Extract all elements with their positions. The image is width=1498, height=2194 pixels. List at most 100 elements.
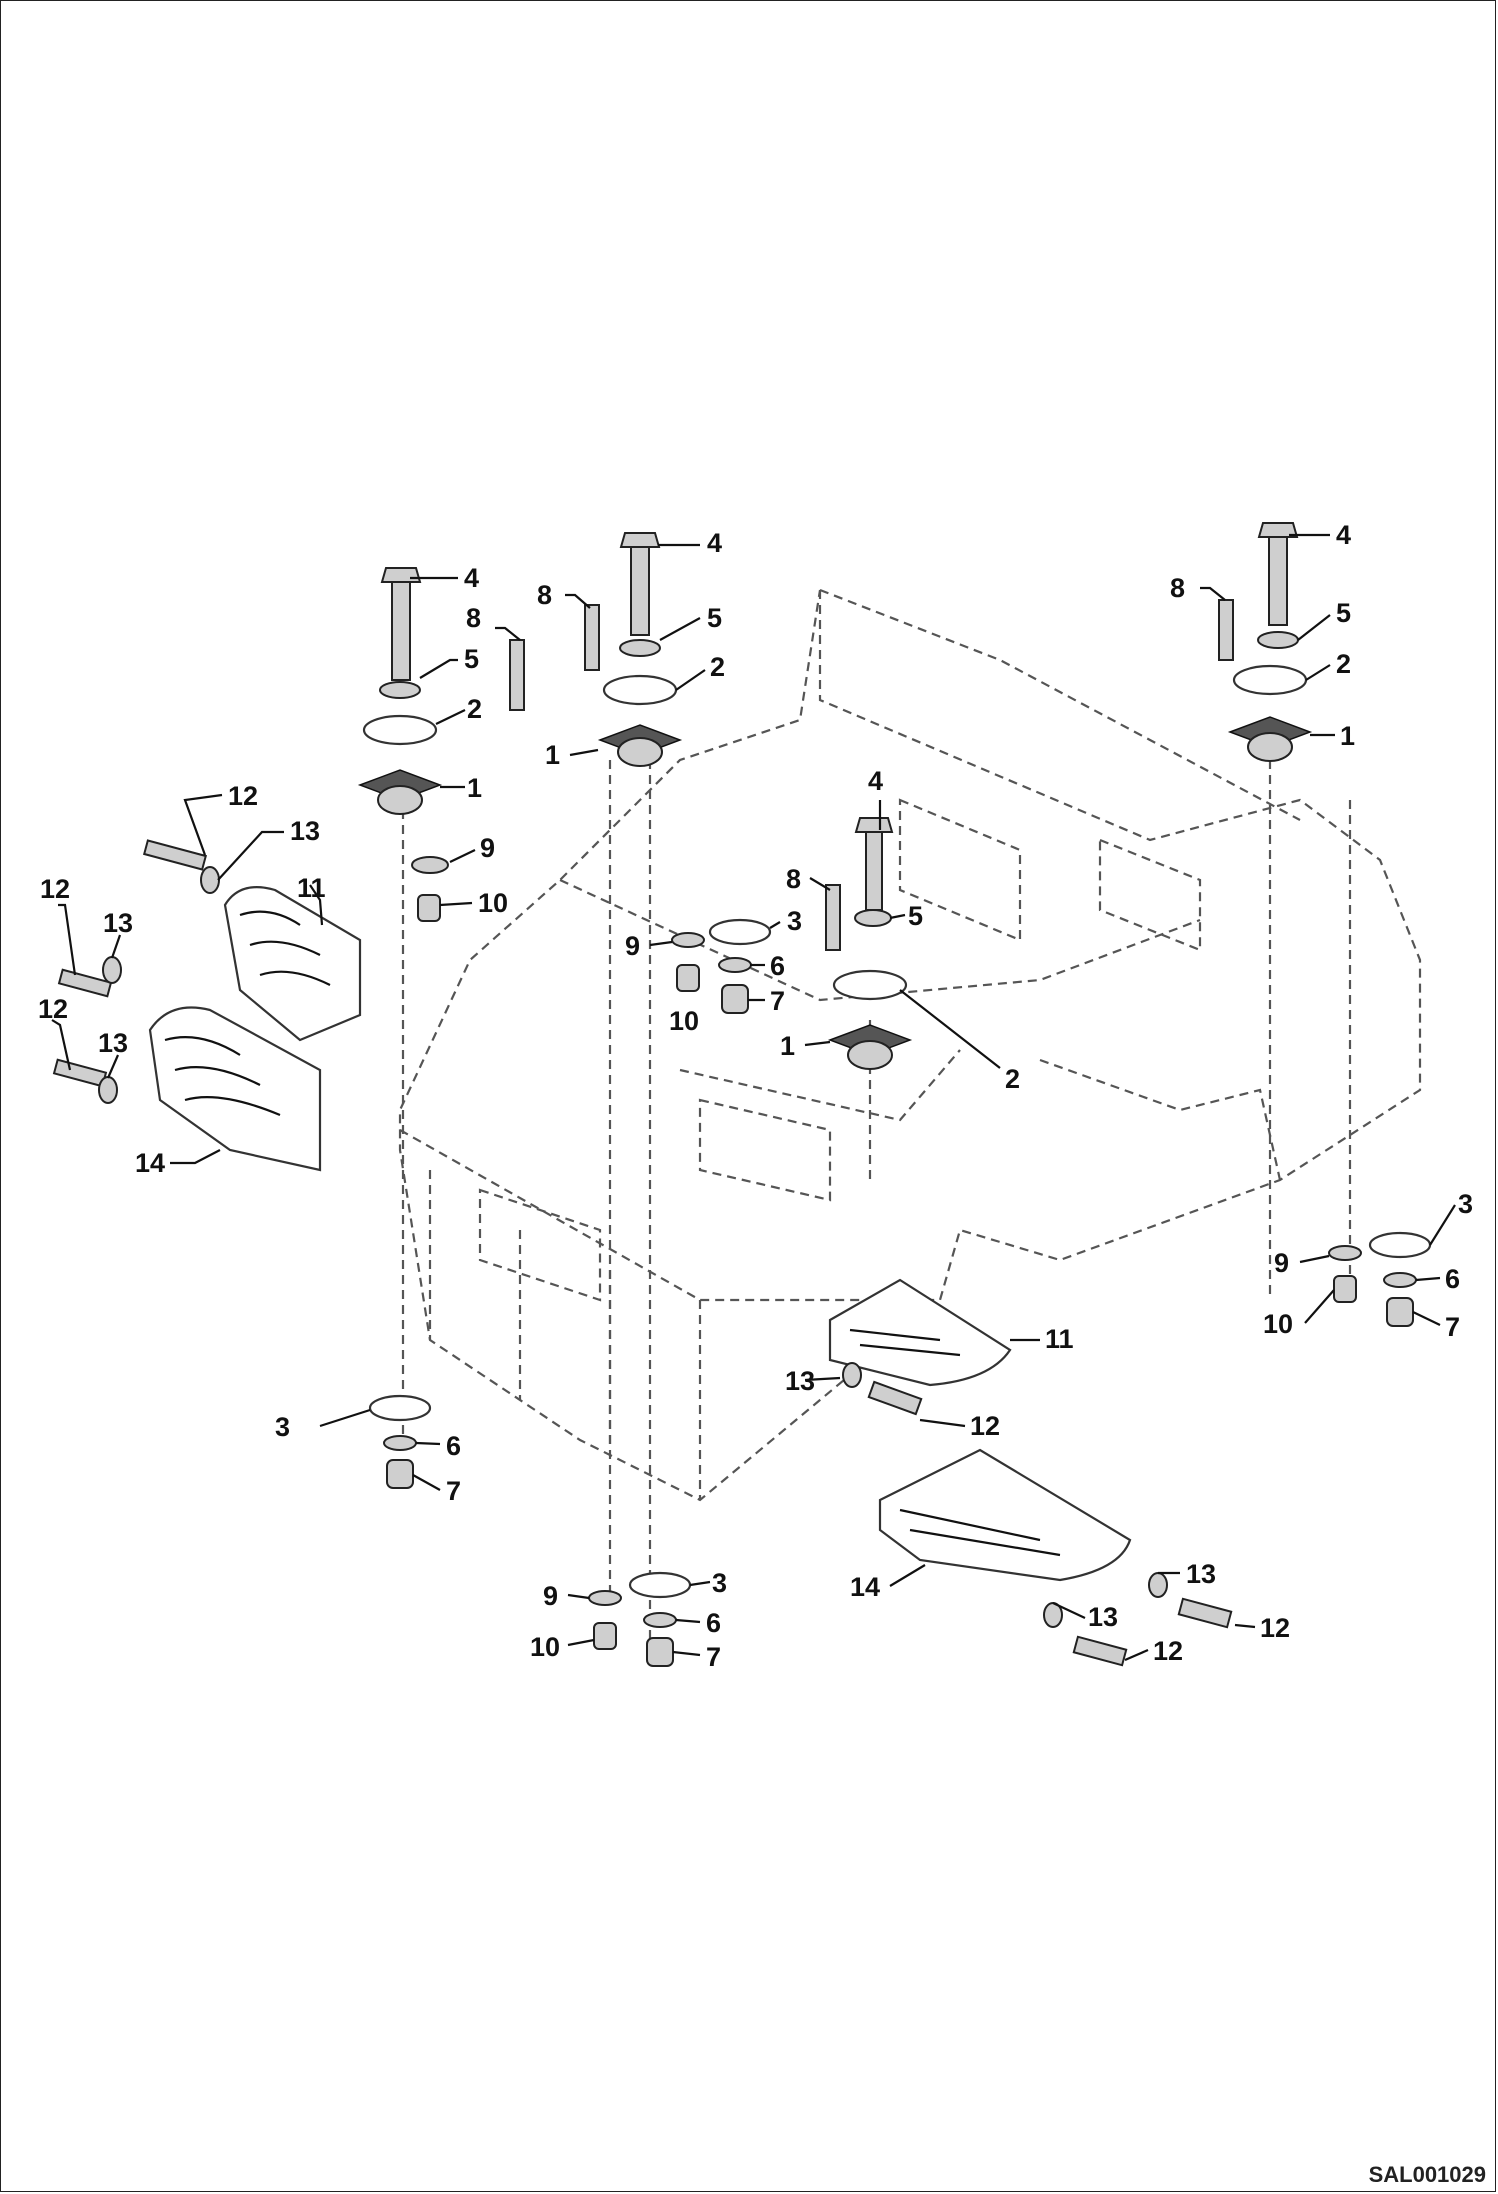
callout-4: 4 (707, 528, 722, 558)
callout-1: 1 (467, 773, 482, 803)
washer-9a (411, 856, 449, 874)
screw-8c (825, 884, 841, 951)
callout-12: 12 (228, 781, 258, 811)
plate-3d (1368, 1231, 1432, 1259)
callout-2: 2 (710, 652, 725, 682)
callout-11: 11 (1045, 1324, 1074, 1354)
callout-10: 10 (669, 1006, 699, 1036)
callout-13: 13 (98, 1028, 128, 1058)
plate-3b (708, 918, 772, 946)
washer-5d (1257, 631, 1299, 649)
plate-2b (602, 674, 678, 706)
lower-hardware (368, 1394, 692, 1667)
callout-6: 6 (446, 1431, 461, 1461)
callout-14: 14 (850, 1572, 880, 1602)
nut-10b (676, 964, 700, 992)
callout-7: 7 (770, 986, 785, 1016)
bolt-4c (865, 829, 883, 911)
bolt-4a (391, 579, 411, 681)
callout-13: 13 (785, 1366, 815, 1396)
step-14-right (878, 1448, 1132, 1582)
callout-10: 10 (530, 1632, 560, 1662)
screw-8b (584, 604, 600, 671)
callout-12: 12 (1260, 1613, 1290, 1643)
callout-2: 2 (467, 694, 482, 724)
plate-2a (362, 714, 438, 746)
mount-assembly-right (1218, 522, 1432, 1327)
bolt-4b (630, 544, 650, 636)
leader-lines (51, 533, 1456, 1662)
step-14-left (148, 1006, 322, 1172)
bolt-head-4b (619, 532, 661, 548)
callout-4: 4 (464, 563, 479, 593)
callout-8: 8 (786, 864, 801, 894)
washer-9f (588, 1590, 622, 1606)
callout-1: 1 (780, 1031, 795, 1061)
callout-9: 9 (543, 1581, 558, 1611)
callout-13: 13 (1186, 1559, 1216, 1589)
callout-4: 4 (1336, 520, 1351, 550)
nut-7d (1386, 1297, 1414, 1327)
callout-10: 10 (1263, 1309, 1293, 1339)
callout-5: 5 (707, 603, 722, 633)
callout-8: 8 (537, 580, 552, 610)
callout-11: 11 (297, 873, 326, 903)
callout-1: 1 (545, 740, 560, 770)
callout-3: 3 (1458, 1189, 1473, 1219)
callout-13: 13 (1088, 1602, 1118, 1632)
nut-10d (1333, 1275, 1357, 1303)
callout-2: 2 (1005, 1064, 1020, 1094)
bolt-head-4d (1257, 522, 1299, 538)
plate-2d (1232, 664, 1308, 696)
step-11-left (223, 886, 362, 1042)
callout-14: 14 (135, 1148, 165, 1178)
mount-body-1c (847, 1040, 893, 1070)
bolt-head-4c (854, 817, 894, 833)
mount-body-1a (377, 785, 423, 815)
nut-7e (386, 1459, 414, 1489)
drawing-reference-code: SAL001029 (1368, 2162, 1486, 2187)
screw-8a (509, 639, 525, 711)
callout-6: 6 (770, 951, 785, 981)
nut-10f (593, 1622, 617, 1650)
callout-7: 7 (446, 1476, 461, 1506)
washer-6d (1383, 1272, 1417, 1288)
callout-8: 8 (1170, 573, 1185, 603)
callout-9: 9 (1274, 1248, 1289, 1278)
callout-4: 4 (868, 766, 883, 796)
nut-7b (721, 984, 749, 1014)
mount-assembly-center (584, 532, 772, 1014)
washer-9d (1328, 1245, 1362, 1261)
bolt-4d (1268, 534, 1288, 626)
washer-6f (643, 1612, 677, 1628)
mount-assembly-left (357, 567, 525, 922)
callout-13: 13 (290, 816, 320, 846)
callout-5: 5 (908, 901, 923, 931)
callout-10: 10 (478, 888, 508, 918)
callout-13: 13 (103, 908, 133, 938)
callout-2: 2 (1336, 649, 1351, 679)
callout-6: 6 (1445, 1264, 1460, 1294)
callout-12: 12 (1153, 1636, 1183, 1666)
washer-5c (854, 909, 892, 927)
callout-3: 3 (275, 1412, 290, 1442)
callout-12: 12 (40, 874, 70, 904)
callout-1: 1 (1340, 721, 1355, 751)
callout-5: 5 (464, 644, 479, 674)
callout-9: 9 (625, 931, 640, 961)
plate-3f (628, 1571, 692, 1599)
callout-7: 7 (706, 1642, 721, 1672)
plate-3e (368, 1394, 432, 1422)
callout-5: 5 (1336, 598, 1351, 628)
step-11-right (828, 1278, 1012, 1387)
callout-12: 12 (38, 994, 68, 1024)
washer-5a (379, 681, 421, 699)
washer-9b (671, 932, 705, 948)
callout-3: 3 (712, 1568, 727, 1598)
mount-assembly-middle (825, 817, 913, 1070)
washer-5b (619, 639, 661, 657)
screw-8d (1218, 599, 1234, 661)
bolt-head-4a (380, 567, 422, 583)
